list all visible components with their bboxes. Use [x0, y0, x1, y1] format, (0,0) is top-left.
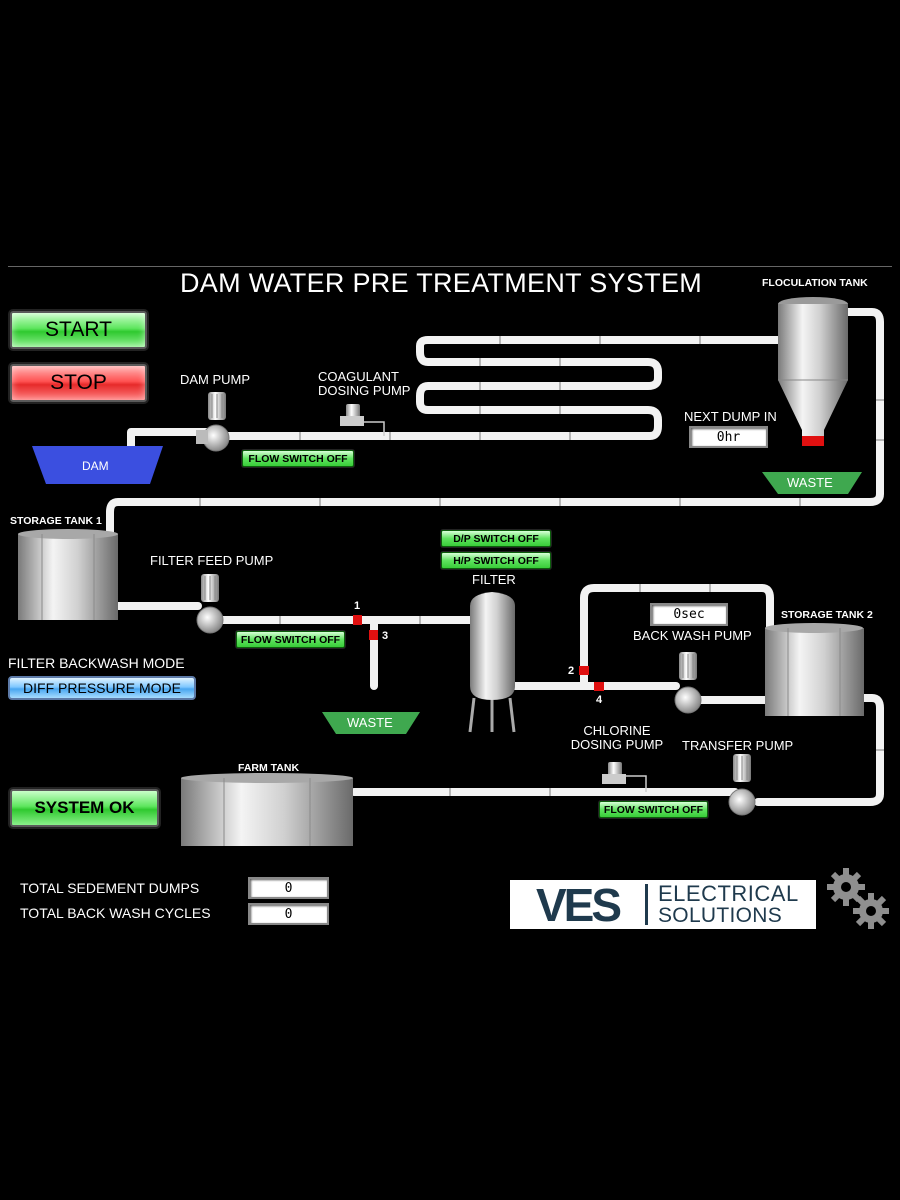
page-title: DAM WATER PRE TREATMENT SYSTEM	[180, 268, 703, 298]
sediment-dumps-value: 0	[248, 877, 329, 899]
back-wash-timer-readout: 0sec	[650, 603, 728, 626]
pipe-storage2-outlet	[754, 694, 884, 806]
storage-tank-1-label: STORAGE TANK 1	[10, 515, 102, 527]
system-status-indicator: SYSTEM OK	[10, 789, 159, 827]
backwash-cycles-value: 0	[248, 903, 329, 925]
valve-4	[594, 682, 604, 691]
farm-tank-label: FARM TANK	[238, 762, 300, 774]
coagulant-pump-label-line1: COAGULANT	[318, 369, 399, 384]
floc-dump-valve	[802, 436, 824, 446]
valve-2	[579, 666, 589, 675]
backwash-mode-label: FILTER BACKWASH MODE	[8, 655, 185, 671]
sediment-dumps-label: TOTAL SEDEMENT DUMPS	[20, 880, 200, 896]
company-logo: VES ELECTRICAL SOLUTIONS	[510, 878, 816, 931]
filter-feed-pump-graphic	[196, 574, 224, 634]
storage-tank-1-graphic	[18, 529, 118, 620]
logo-line-2: SOLUTIONS	[658, 903, 783, 927]
transfer-flow-switch-indicator: FLOW SWITCH OFF	[599, 801, 708, 818]
logo-text: ELECTRICAL SOLUTIONS	[648, 880, 799, 927]
valve-4-label: 4	[596, 694, 603, 706]
storage-tank-2-graphic	[765, 623, 864, 716]
chlorine-pump-label-line1: CHLORINE	[583, 723, 651, 738]
dp-switch-indicator: D/P SWITCH OFF	[441, 530, 551, 547]
chlorine-dosing-pump-graphic	[602, 762, 647, 792]
floculation-tank-graphic	[778, 297, 848, 446]
next-dump-label: NEXT DUMP IN	[684, 409, 777, 424]
pipe-bypass-storage2	[580, 584, 774, 690]
backwash-cycles-label: TOTAL BACK WASH CYCLES	[20, 905, 211, 921]
backwash-mode-button[interactable]: DIFF PRESSURE MODE	[8, 676, 196, 700]
pipe-network	[106, 308, 884, 806]
storage-tank-2-label: STORAGE TANK 2	[781, 609, 873, 621]
dam-reservoir	[32, 446, 163, 484]
dam-flow-switch-indicator: FLOW SWITCH OFF	[242, 450, 354, 467]
valve-1	[353, 615, 362, 625]
stop-button[interactable]: STOP	[10, 364, 147, 402]
back-wash-pump-label: BACK WASH PUMP	[633, 628, 752, 643]
logo-divider	[645, 884, 648, 925]
pipe-joints	[199, 336, 884, 796]
waste-label-1: WASTE	[787, 475, 833, 490]
valve-3-label: 3	[382, 630, 389, 642]
filter-feed-flow-switch-indicator: FLOW SWITCH OFF	[236, 631, 345, 648]
dam-pump-label: DAM PUMP	[180, 372, 251, 387]
coagulant-pump-label-line2: DOSING PUMP	[318, 383, 411, 398]
header-divider	[8, 266, 892, 267]
farm-tank-graphic	[181, 773, 353, 846]
logo-line-1: ELECTRICAL	[658, 880, 799, 906]
waste-bin-2	[322, 712, 420, 734]
waste-label-2: WASTE	[347, 715, 393, 730]
pipe-serpentine	[224, 336, 784, 440]
waste-bin-1	[762, 472, 862, 494]
chlorine-pump-label-line2: DOSING PUMP	[570, 737, 664, 752]
floculation-tank-label: FLOCULATION TANK	[762, 277, 868, 289]
chlorine-pump-label: CHLORINE DOSING PUMP	[570, 724, 664, 752]
logo-mark: VES	[535, 878, 622, 931]
coagulant-pump-label: COAGULANT DOSING PUMP	[318, 369, 411, 398]
pipe-dam-suction	[127, 428, 211, 452]
gear-icon	[827, 868, 889, 929]
valve-2-label: 2	[568, 665, 575, 677]
back-wash-pump-graphic	[674, 652, 702, 714]
valve-3	[369, 630, 378, 640]
hp-switch-indicator: H/P SWITCH OFF	[441, 552, 551, 569]
next-dump-readout: 0hr	[689, 426, 768, 448]
dam-pump-graphic	[196, 392, 230, 452]
start-button[interactable]: START	[10, 311, 147, 349]
pipe-floc-outlet	[106, 308, 884, 539]
filter-vessel-graphic	[468, 592, 516, 733]
valve-1-label: 1	[354, 600, 361, 612]
coagulant-dosing-pump-graphic	[340, 404, 385, 436]
transfer-pump-graphic	[728, 754, 756, 816]
dam-label: DAM	[82, 459, 109, 473]
filter-feed-pump-label: FILTER FEED PUMP	[150, 553, 274, 568]
transfer-pump-label: TRANSFER PUMP	[682, 738, 794, 753]
filter-label: FILTER	[472, 572, 516, 587]
